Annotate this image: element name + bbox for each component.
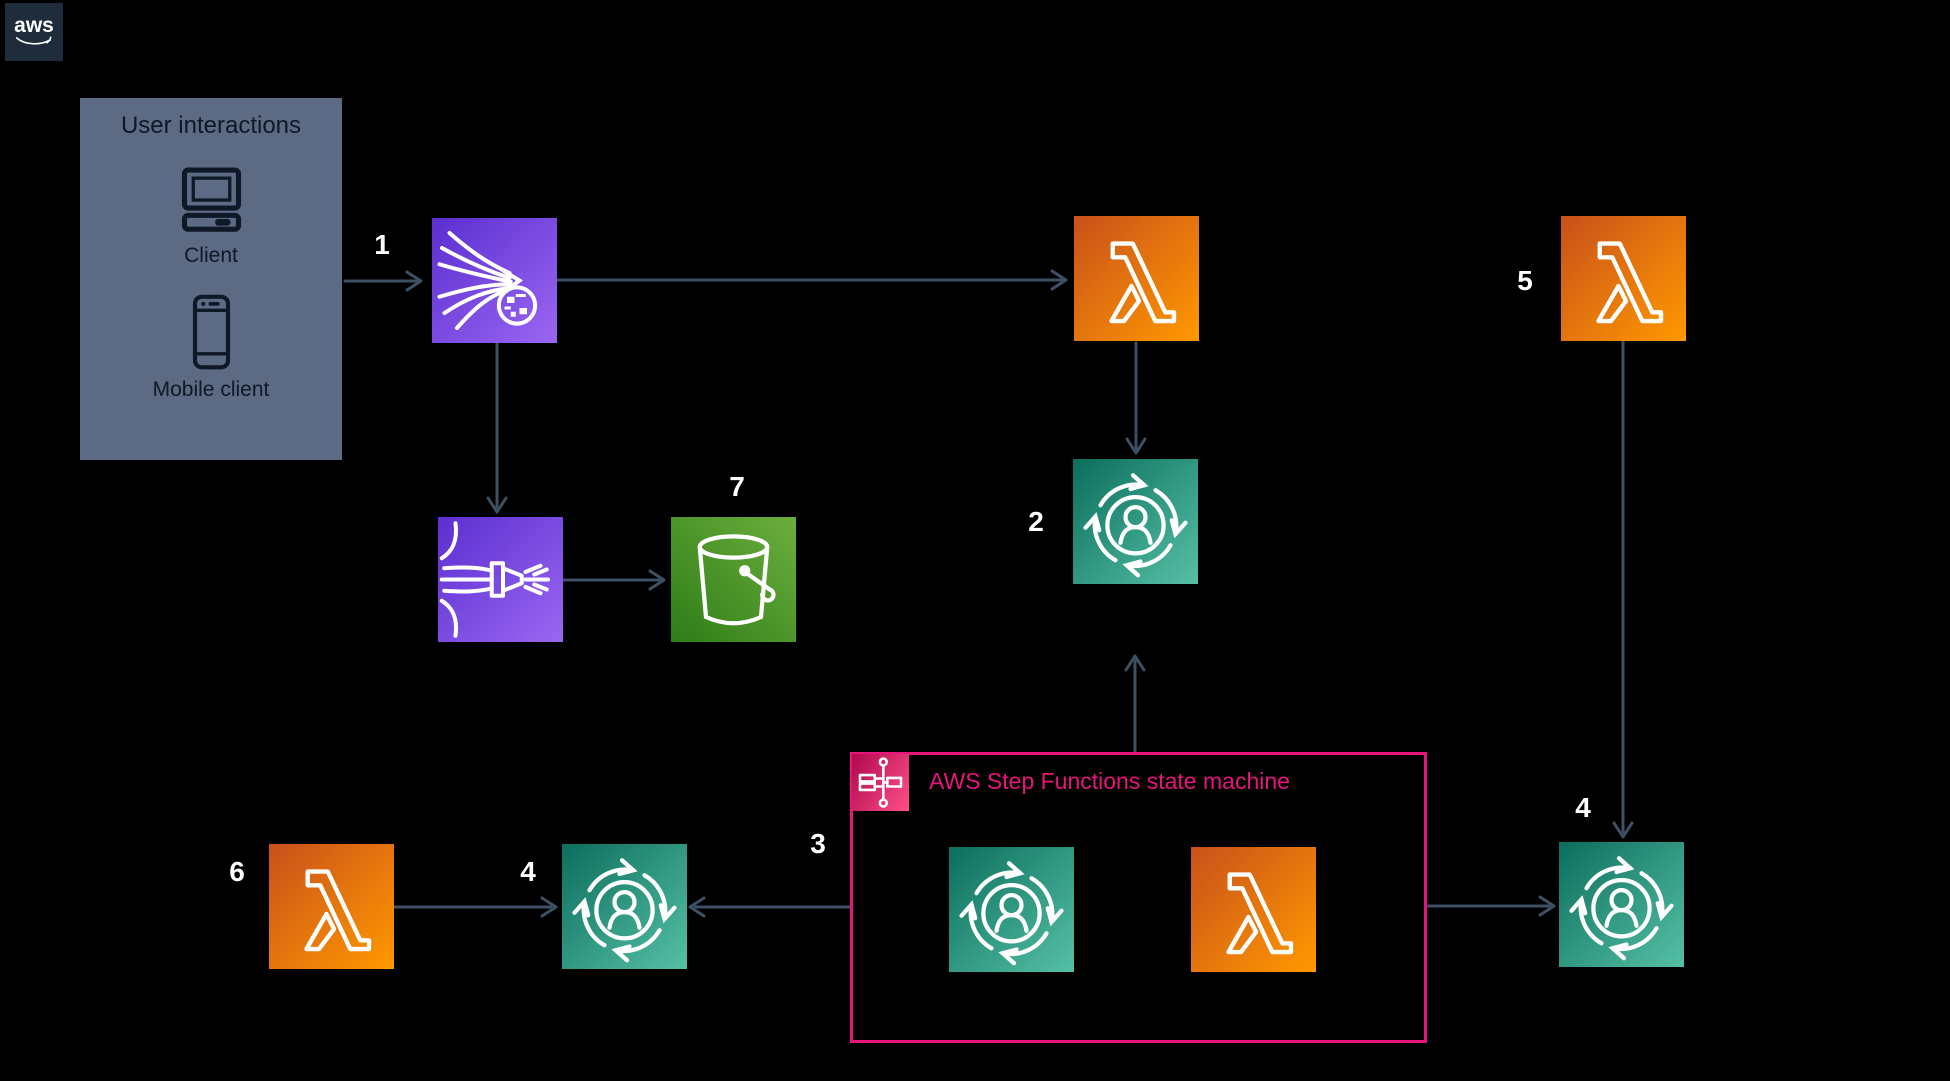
lambda-icon [1074,216,1199,341]
aws-smile-icon [14,36,54,48]
user-sync-icon [949,847,1074,972]
step-number-5: 5 [1517,265,1533,296]
lambda-icon [1561,216,1686,341]
lambda-tile-in-state-machine [1191,847,1316,972]
step-number-7: 7 [729,471,745,502]
aws-logo-text: aws [14,14,54,37]
step-number-6: 6 [229,856,245,887]
appsync-icon [432,218,557,343]
step-number-3: 3 [810,828,826,859]
step-number-1: 1 [374,229,390,260]
mobile-client-label: Mobile client [152,378,270,401]
step-functions-title: AWS Step Functions state machine [929,768,1290,794]
step-number-4-left: 4 [520,856,536,887]
step-functions-badge [852,754,909,811]
appsync-tile [432,218,557,343]
lambda-tile-6 [269,844,394,969]
user-sync-icon [562,844,687,969]
step-functions-state-machine-box: AWS Step Functions state machine [850,752,1427,1043]
lambda-tile-top [1074,216,1199,341]
step-number-4-right: 4 [1575,792,1591,823]
aws-logo: aws [5,3,63,61]
mobile-client-icon [192,294,231,370]
user-sync-tile-4-right [1559,842,1684,967]
lambda-icon [1191,847,1316,972]
desktop-client-icon [175,165,248,238]
kinesis-data-firehose-tile [438,517,563,642]
user-interactions-title: User interactions [120,112,302,139]
user-sync-tile-in-state-machine [949,847,1074,972]
s3-bucket-tile [671,517,796,642]
client-label: Client [184,244,238,267]
user-sync-icon [1559,842,1684,967]
user-sync-icon [1073,459,1198,584]
lambda-icon [269,844,394,969]
lambda-tile-5 [1561,216,1686,341]
user-sync-tile-4-left [562,844,687,969]
step-number-2: 2 [1028,506,1044,537]
step-functions-icon [852,754,909,811]
user-sync-tile-2 [1073,459,1198,584]
kinesis-data-firehose-icon [438,517,563,642]
user-interactions-box: User interactions Client Mobile client [80,98,342,460]
s3-bucket-icon [671,517,796,642]
